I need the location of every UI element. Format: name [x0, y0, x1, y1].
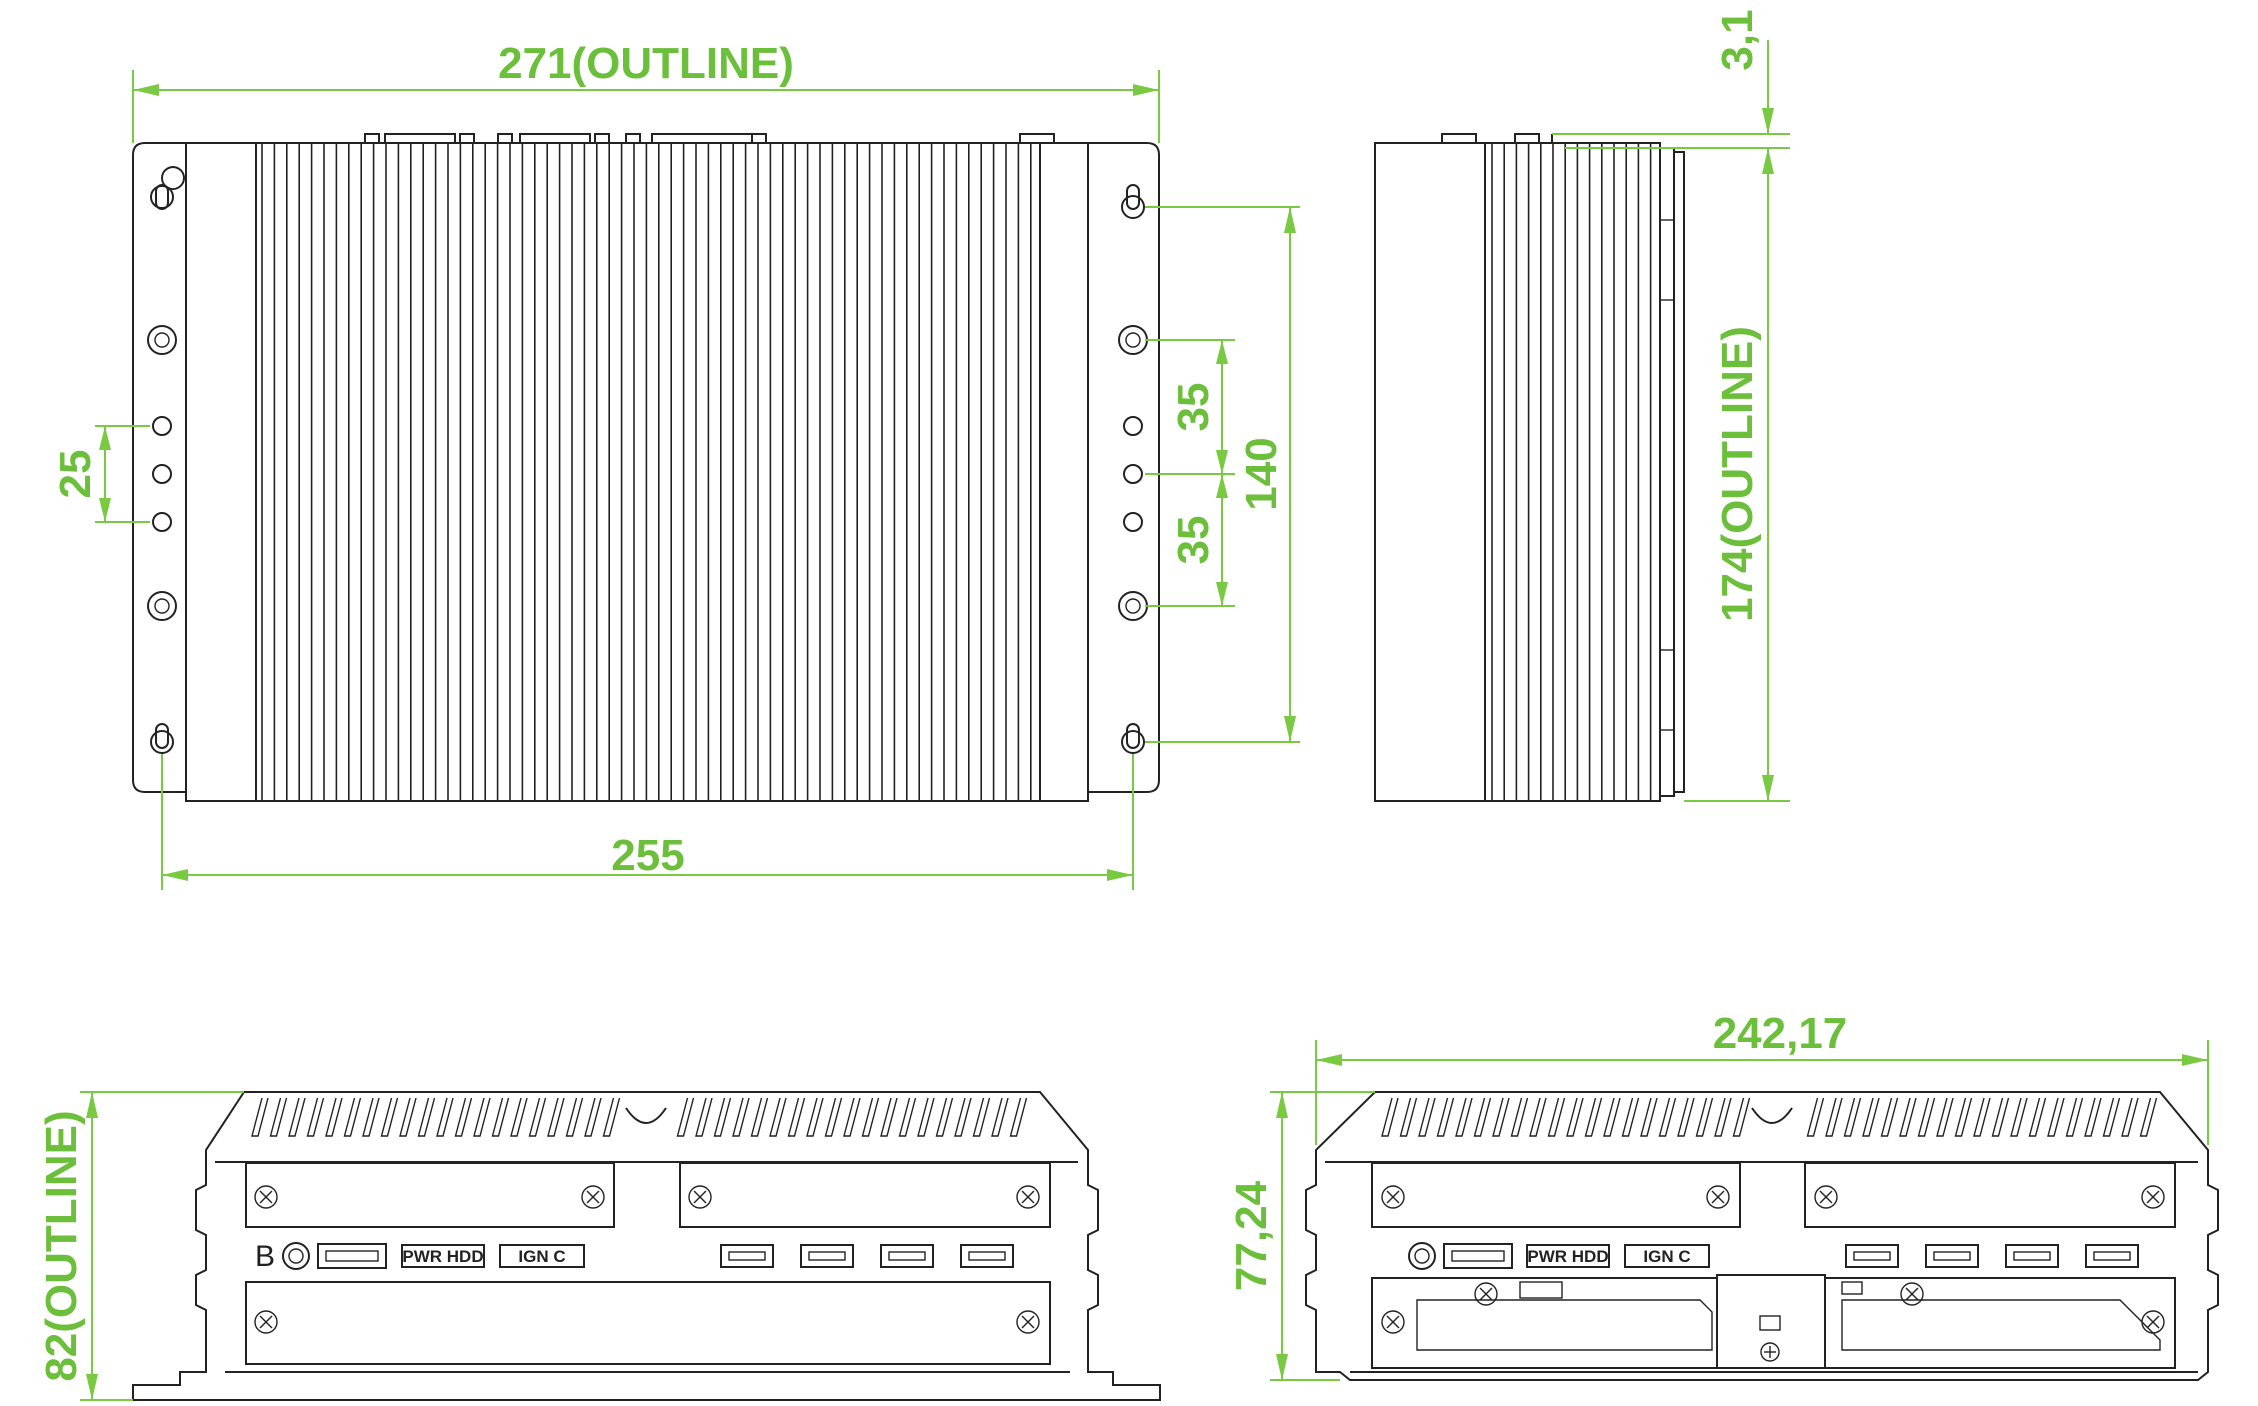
usb-port-2[interactable]: [800, 1244, 854, 1268]
label-271-outline: 271(OUTLINE): [498, 39, 794, 88]
dim-side-depth: 174(OUTLINE) 3,1: [1552, 9, 1790, 802]
drive-bay-right: [1824, 1277, 2176, 1369]
front-label-ign-c: IGN C: [518, 1247, 565, 1266]
usb-port-4[interactable]: [960, 1244, 1014, 1268]
front-label-b: B: [255, 1240, 275, 1273]
usb-port-3[interactable]: [880, 1244, 934, 1268]
dim-front-height: 82(OUTLINE): [37, 1091, 244, 1401]
rear-heatsink-fins: [1381, 1097, 2158, 1137]
label-82-outline: 82(OUTLINE): [37, 1110, 86, 1381]
label-35-upper: 35: [1169, 383, 1218, 432]
top-connectors: [364, 133, 1055, 144]
label-174-outline: 174(OUTLINE): [1713, 326, 1762, 622]
label-3-1: 3,1: [1713, 9, 1762, 70]
power-button[interactable]: [282, 1242, 310, 1270]
rear-view: PWR HDD IGN C 242,17: [1227, 1009, 2219, 1381]
label-140: 140: [1237, 437, 1286, 510]
rear-hdmi-port[interactable]: [1443, 1243, 1513, 1269]
dim-top-width-outline: 271(OUTLINE): [132, 39, 1160, 143]
label-35-lower: 35: [1169, 516, 1218, 565]
rear-label-pwr-hdd: PWR HDD: [1527, 1247, 1608, 1266]
top-view: 271(OUTLINE) 255 25: [51, 39, 1300, 890]
rear-panel-top-left: [1371, 1162, 1741, 1228]
right-flange-holes: [1118, 184, 1148, 754]
front-label-pwr-hdd: PWR HDD: [402, 1247, 483, 1266]
rear-label-ign-c: IGN C: [1643, 1247, 1690, 1266]
rear-usb-port-2[interactable]: [1925, 1244, 1979, 1268]
rear-chassis-outline: [1305, 1091, 2219, 1381]
front-panel-top-right: [679, 1162, 1051, 1228]
rear-panel-top-right: [1804, 1162, 2176, 1228]
heatsink-fins: [261, 143, 1032, 801]
label-25: 25: [51, 450, 100, 499]
dim-rear-width: 242,17: [1315, 1009, 2209, 1145]
dim-rear-height: 77,24: [1227, 1091, 1375, 1381]
hdmi-port[interactable]: [317, 1243, 387, 1269]
dim-left-hole-pitch: 25: [51, 425, 150, 523]
rear-usb-port-3[interactable]: [2005, 1244, 2059, 1268]
top-body-outline: [185, 142, 1089, 802]
center-module: [1716, 1274, 1826, 1369]
front-chassis-outline: [132, 1091, 1161, 1401]
side-body-outline: [1374, 142, 1661, 802]
label-77-24: 77,24: [1227, 1180, 1276, 1291]
left-mounting-flange: [132, 142, 186, 793]
side-connectors: [1441, 133, 1553, 144]
front-panel-top-left: [245, 1162, 615, 1228]
left-flange-holes: [147, 166, 185, 754]
drive-bay-left: [1371, 1277, 1718, 1369]
right-mounting-flange: [1088, 142, 1160, 793]
rear-usb-port-1[interactable]: [1845, 1244, 1899, 1268]
dim-top-width-mount: 255: [161, 754, 1134, 890]
usb-port-1[interactable]: [720, 1244, 774, 1268]
front-panel-bottom: [245, 1281, 1051, 1365]
front-view: B PWR HDD IGN C 82(OUTLINE): [37, 1091, 1161, 1401]
side-view: 174(OUTLINE) 3,1: [1374, 9, 1790, 802]
front-heatsink-fins: [251, 1097, 1028, 1137]
dim-right-pitches: 35 35 140: [1145, 206, 1300, 743]
side-heatsink-fins: [1491, 143, 1652, 801]
rear-power-button[interactable]: [1408, 1242, 1436, 1270]
label-242-17: 242,17: [1713, 1009, 1848, 1058]
rear-usb-port-4[interactable]: [2085, 1244, 2139, 1268]
label-255: 255: [611, 831, 684, 880]
